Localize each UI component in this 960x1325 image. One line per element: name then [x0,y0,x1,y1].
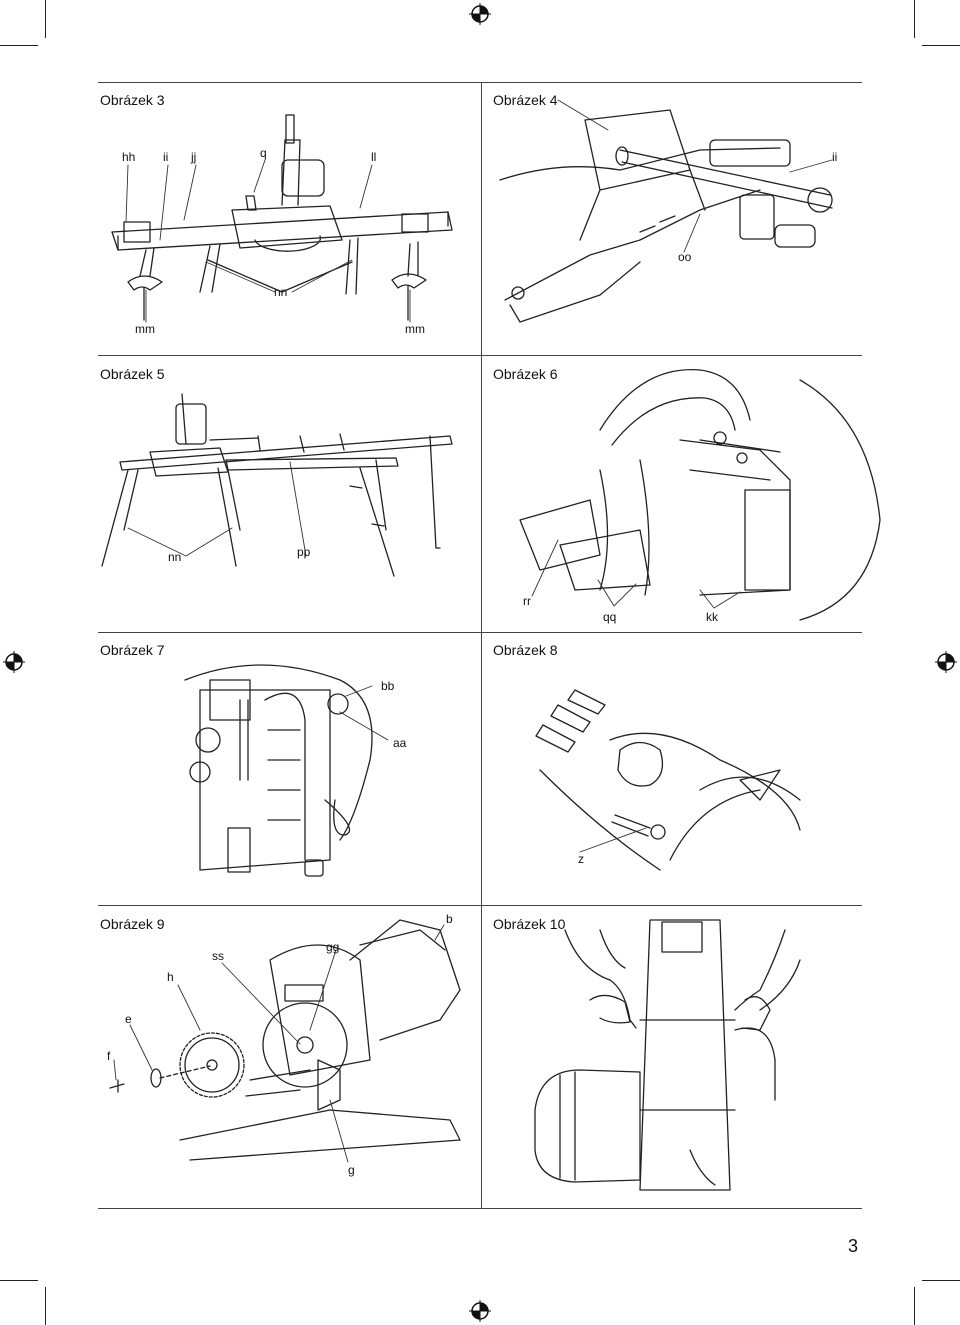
callout-label: pp [297,545,311,559]
crop-mark [914,0,915,38]
column-divider [481,82,482,1208]
figure-9-title: Obrázek 9 [100,916,165,932]
callout-label: oo [678,250,692,264]
callout-label: ii [832,150,838,164]
figure-7-title: Obrázek 7 [100,642,165,658]
callout-label: ll [371,150,377,164]
fig9-blade-assembly-drawing [109,919,461,1161]
callout-label: rr [523,594,531,608]
callout-label: f [107,1049,111,1063]
figure-8-title: Obrázek 8 [493,642,558,658]
callout-label: mm [405,322,425,336]
fig8-lock-pin-drawing [535,689,801,871]
callout-label: nn [168,550,182,564]
grid-rule [98,632,862,633]
fig4-rail-clamp-drawing [499,109,833,323]
grid-rule [98,1208,862,1209]
callout-label: nn [274,285,288,299]
crop-mark [922,1280,960,1281]
callout-label: kk [706,610,718,624]
crop-mark [914,1287,915,1325]
grid-rule [98,82,862,83]
callout-label: e [125,1012,132,1026]
grid-rule [98,355,862,356]
fig10-hands-drawing [534,919,801,1191]
registration-mark-icon [3,651,25,673]
callout-label: ii [163,150,169,164]
crop-mark [922,45,960,46]
figure-6-title: Obrázek 6 [493,366,558,382]
page-number: 3 [848,1236,859,1256]
callout-label: qq [603,610,617,624]
fig5-stand-drawing [101,393,453,577]
grid-rule [98,905,862,906]
fig6-dust-hose-drawing [519,369,881,621]
callout-label: gg [326,940,340,954]
callout-label: g [348,1163,355,1177]
crop-mark [0,1280,38,1281]
figure-3-title: Obrázek 3 [100,92,165,108]
fig7-tool-storage-drawing [184,664,373,877]
callout-label: jj [191,150,197,164]
registration-mark-icon [935,651,957,673]
crop-mark [45,0,46,38]
callout-label: z [578,852,584,866]
callout-label: h [167,970,174,984]
crop-mark [45,1287,46,1325]
callout-label: mm [135,322,155,336]
figure-4-title: Obrázek 4 [493,92,558,108]
fig3-saw-stand-drawing [111,114,453,321]
registration-mark-icon [469,1300,491,1322]
figure-5-title: Obrázek 5 [100,366,165,382]
callout-label: ss [212,949,224,963]
callout-label: b [446,912,453,926]
registration-mark-icon [469,3,491,25]
crop-mark [0,45,38,46]
callout-label: aa [393,736,407,750]
figure-10-title: Obrázek 10 [493,916,566,932]
callout-label: hh [122,150,136,164]
callout-label: q [260,146,267,160]
callout-label: bb [381,679,395,693]
leader-lines [113,99,833,1163]
